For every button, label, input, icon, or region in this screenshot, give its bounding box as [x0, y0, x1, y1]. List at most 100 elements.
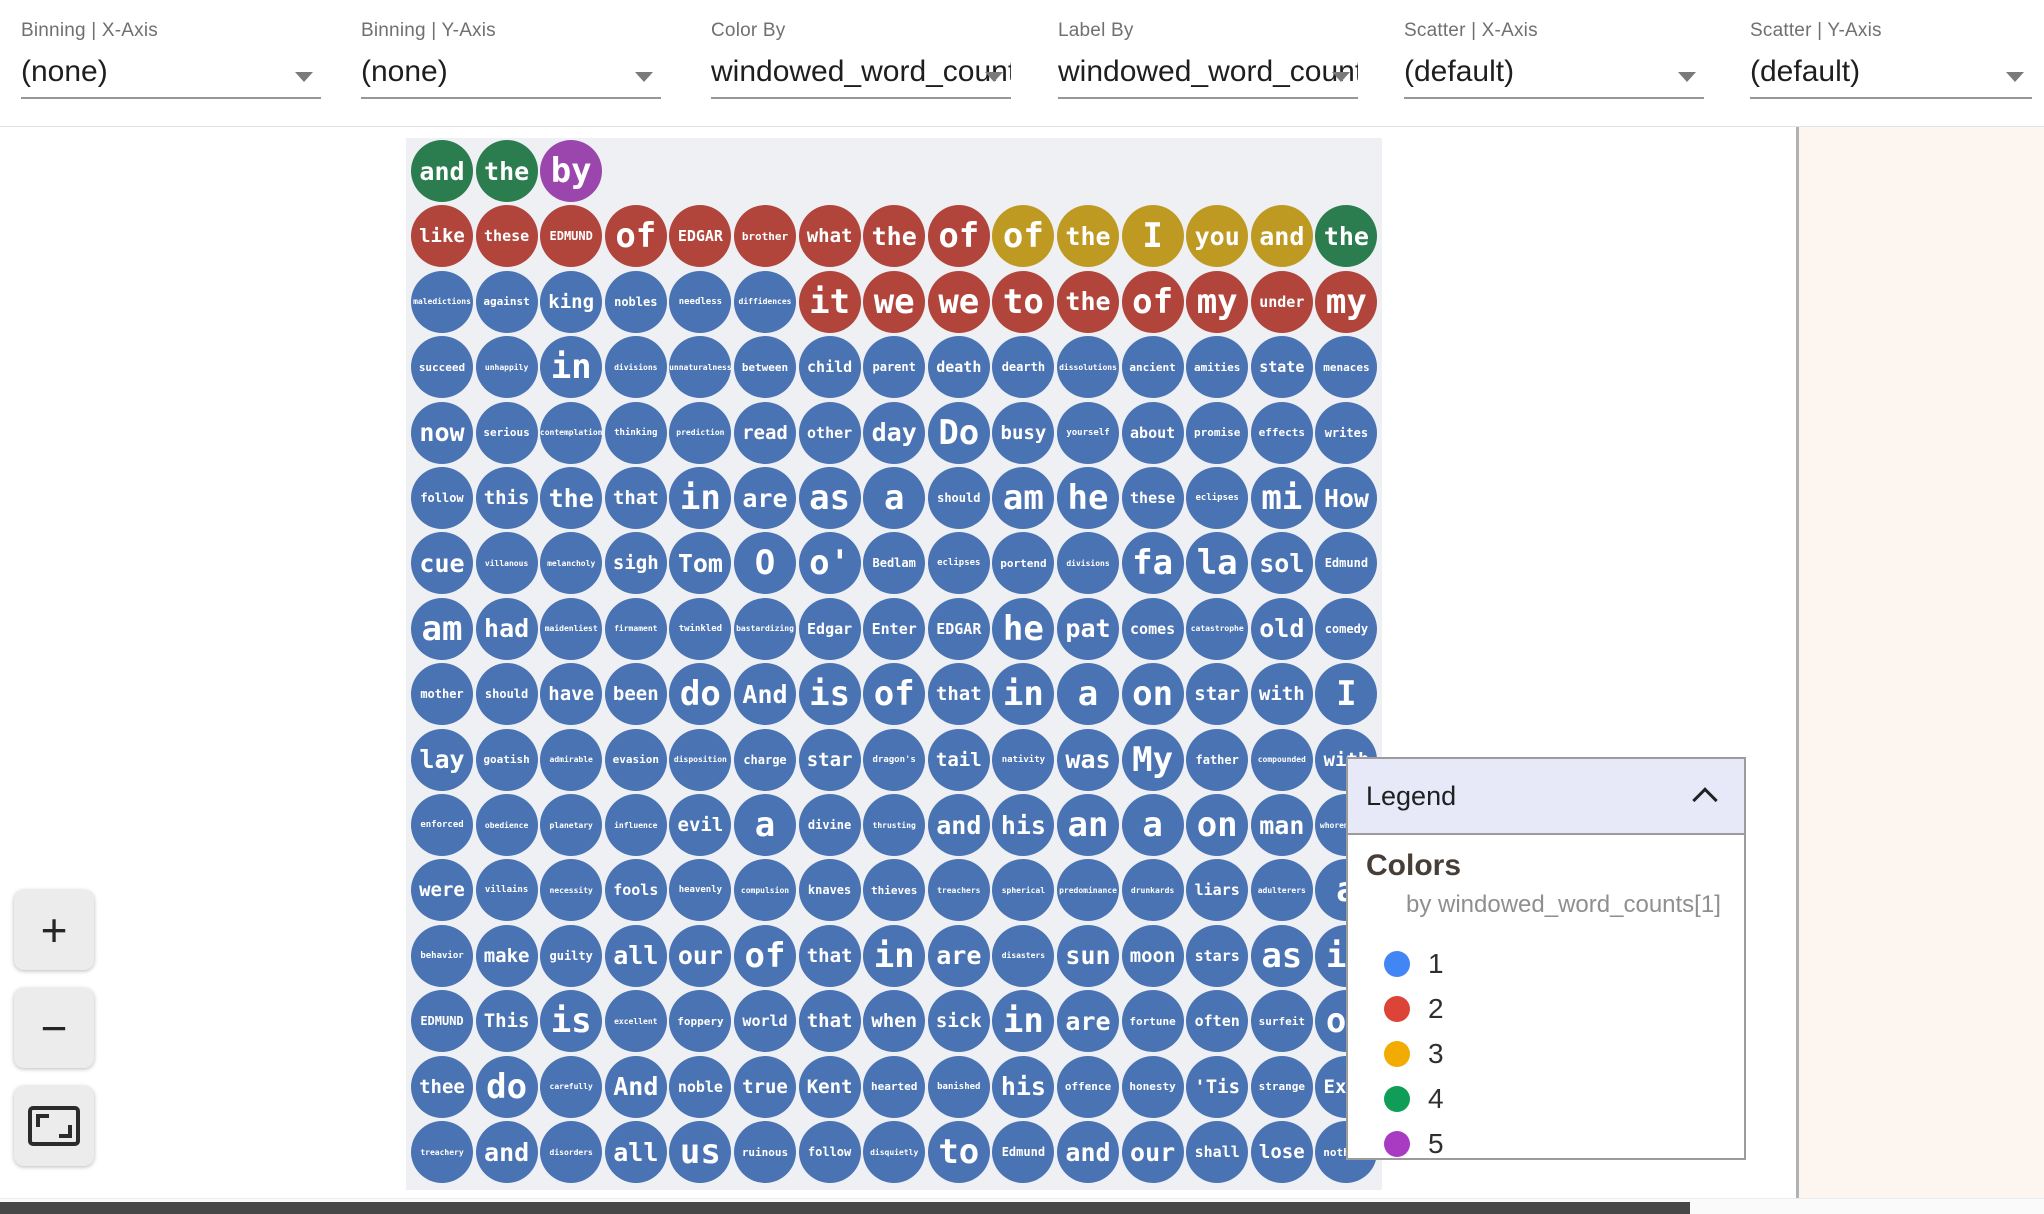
word-circle[interactable]: you: [1186, 205, 1249, 268]
word-circle[interactable]: guilty: [540, 924, 603, 987]
word-circle[interactable]: with: [1250, 663, 1313, 726]
dropdown-value[interactable]: (none): [361, 51, 661, 99]
word-circle[interactable]: to: [927, 1121, 990, 1183]
word-circle[interactable]: our: [1121, 1121, 1184, 1183]
word-circle[interactable]: necessity: [540, 859, 603, 922]
word-circle[interactable]: against: [475, 270, 538, 333]
word-circle[interactable]: and: [1250, 205, 1313, 268]
fit-to-screen-button[interactable]: [14, 1086, 94, 1166]
word-circle[interactable]: of: [927, 205, 990, 268]
word-circle[interactable]: we: [927, 270, 990, 333]
word-circle[interactable]: disorders: [540, 1121, 603, 1183]
word-circle[interactable]: of: [734, 924, 796, 987]
word-circle[interactable]: stars: [1186, 924, 1249, 987]
word-circle[interactable]: divisions: [1057, 532, 1119, 595]
word-circle[interactable]: are: [927, 924, 990, 987]
word-circle[interactable]: of: [863, 663, 926, 726]
word-circle[interactable]: as: [1250, 924, 1313, 987]
dropdown-value[interactable]: (default): [1750, 51, 2032, 99]
word-circle[interactable]: now: [411, 401, 473, 464]
word-circle[interactable]: thee: [411, 1055, 473, 1118]
word-circle[interactable]: O: [734, 532, 796, 595]
word-circle[interactable]: that: [798, 924, 861, 987]
dropdown-value[interactable]: (none): [21, 51, 321, 99]
word-circle[interactable]: often: [1186, 990, 1249, 1053]
word-circle[interactable]: sick: [927, 990, 990, 1053]
word-circle[interactable]: Bedlam: [863, 532, 926, 595]
word-circle[interactable]: Enter: [863, 597, 926, 660]
word-circle[interactable]: yourself: [1057, 401, 1119, 464]
word-circle[interactable]: This: [475, 990, 538, 1053]
word-circle[interactable]: all: [604, 924, 667, 987]
word-circle[interactable]: predominance: [1057, 859, 1119, 922]
word-circle[interactable]: unnaturalness: [669, 336, 732, 399]
word-circle[interactable]: read: [734, 401, 796, 464]
word-circle[interactable]: shall: [1186, 1121, 1249, 1183]
word-circle[interactable]: on: [1186, 794, 1249, 856]
word-circle[interactable]: a: [1057, 663, 1119, 726]
word-circle[interactable]: Tom: [669, 532, 732, 595]
word-circle[interactable]: foppery: [669, 990, 732, 1053]
word-circle[interactable]: nobles: [604, 270, 667, 333]
word-circle[interactable]: effects: [1250, 401, 1313, 464]
word-circle[interactable]: follow: [411, 467, 473, 529]
word-circle[interactable]: portend: [992, 532, 1055, 595]
word-circle[interactable]: been: [604, 663, 667, 726]
word-circle[interactable]: cue: [411, 532, 473, 595]
word-circle[interactable]: what: [798, 205, 861, 268]
word-circle[interactable]: offence: [1057, 1055, 1119, 1118]
word-circle[interactable]: my: [1315, 270, 1378, 333]
word-circle[interactable]: all: [604, 1121, 667, 1183]
word-circle[interactable]: follow: [798, 1121, 861, 1183]
word-circle[interactable]: the: [1057, 270, 1119, 333]
word-circle[interactable]: the: [1315, 205, 1378, 268]
word-circle[interactable]: do: [475, 1055, 538, 1118]
word-circle[interactable]: make: [475, 924, 538, 987]
word-circle[interactable]: I: [1121, 205, 1184, 268]
word-circle[interactable]: like: [411, 205, 473, 268]
word-circle[interactable]: star: [798, 728, 861, 791]
word-circle[interactable]: these: [1121, 467, 1184, 529]
word-circle[interactable]: carefully: [540, 1055, 603, 1118]
word-circle[interactable]: nativity: [992, 728, 1055, 791]
word-circle[interactable]: unhappily: [475, 336, 538, 399]
word-circle[interactable]: Do: [927, 401, 990, 464]
word-circle[interactable]: compulsion: [734, 859, 796, 922]
word-circle[interactable]: am: [992, 467, 1055, 529]
word-circle[interactable]: father: [1186, 728, 1249, 791]
word-circle[interactable]: surfeit: [1250, 990, 1313, 1053]
chevron-up-icon[interactable]: [1692, 787, 1718, 813]
word-circle[interactable]: charge: [734, 728, 796, 791]
word-circle[interactable]: maidenliest: [540, 597, 603, 660]
word-circle[interactable]: compounded: [1250, 728, 1313, 791]
dropdown-value[interactable]: windowed_word_counts[0]: [1058, 51, 1358, 99]
word-circle[interactable]: villains: [475, 859, 538, 922]
word-circle[interactable]: enforced: [411, 794, 473, 856]
word-circle[interactable]: And: [734, 663, 796, 726]
word-circle[interactable]: pat: [1057, 597, 1119, 660]
word-circle[interactable]: when: [863, 990, 926, 1053]
word-circle[interactable]: are: [734, 467, 796, 529]
word-circle[interactable]: liars: [1186, 859, 1249, 922]
word-circle[interactable]: 'Tis: [1186, 1055, 1249, 1118]
word-circle[interactable]: planetary: [540, 794, 603, 856]
word-circle[interactable]: excellent: [604, 990, 667, 1053]
word-circle[interactable]: a: [734, 794, 796, 856]
word-circle[interactable]: bastardizing: [734, 597, 796, 660]
word-circle[interactable]: And: [604, 1055, 667, 1118]
word-circle[interactable]: Edmund: [992, 1121, 1055, 1183]
word-circle[interactable]: day: [863, 401, 926, 464]
word-circle[interactable]: fortune: [1121, 990, 1184, 1053]
word-circle[interactable]: mother: [411, 663, 473, 726]
word-circle[interactable]: serious: [475, 401, 538, 464]
word-circle[interactable]: the: [863, 205, 926, 268]
word-circle[interactable]: sigh: [604, 532, 667, 595]
word-circle[interactable]: thinking: [604, 401, 667, 464]
word-circle[interactable]: king: [540, 270, 603, 333]
zoom-in-button[interactable]: +: [14, 890, 94, 970]
word-circle[interactable]: succeed: [411, 336, 473, 399]
word-circle[interactable]: thrusting: [863, 794, 926, 856]
word-circle[interactable]: the: [475, 140, 538, 202]
word-circle[interactable]: evil: [669, 794, 732, 856]
word-circle[interactable]: ruinous: [734, 1121, 796, 1183]
